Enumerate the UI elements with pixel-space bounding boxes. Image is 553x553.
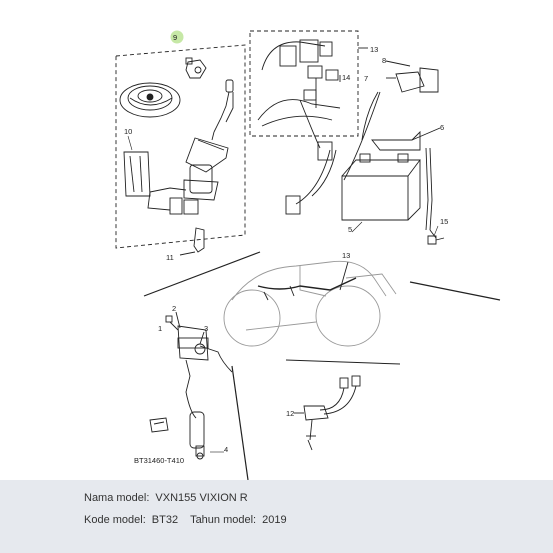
harness-detail-frame <box>249 30 359 137</box>
ignition-group-frame <box>115 44 246 249</box>
callout-6: 6 <box>440 123 444 132</box>
callout-4: 4 <box>224 445 228 454</box>
ignition-switch-drawing <box>147 137 229 215</box>
relay-drawing <box>361 60 439 141</box>
callout-15: 15 <box>440 217 448 226</box>
label-plate-drawing <box>149 417 169 433</box>
callout-5: 5 <box>348 225 352 234</box>
callout-11: 11 <box>166 253 174 262</box>
separator-left <box>143 251 261 297</box>
callout-7: 7 <box>364 74 368 83</box>
callout-13-bike: 13 <box>342 251 350 260</box>
callout-8: 8 <box>382 56 386 65</box>
model-code-row: Kode model: BT32 Tahun model: 2019 <box>84 514 287 526</box>
rubber-cover-drawing <box>123 151 151 197</box>
callout-3: 3 <box>204 324 208 333</box>
model-name-value: VXN155 VIXION R <box>155 492 248 504</box>
model-name-row: Nama model: VXN155 VIXION R <box>84 492 248 504</box>
diagram-code: BT31460-T410 <box>134 456 184 465</box>
neutral-switch-drawing <box>294 375 361 451</box>
callout-1: 1 <box>158 324 162 333</box>
ignition-coil-drawing <box>165 315 233 460</box>
model-code-label: Kode model: <box>84 514 146 526</box>
separator-right <box>409 281 501 301</box>
battery-drawing <box>341 153 421 221</box>
callout-2: 2 <box>172 304 176 313</box>
bracket-drawing <box>371 127 441 151</box>
callout-10: 10 <box>124 127 132 136</box>
harness-connectors-drawing <box>257 39 341 127</box>
motorcycle-outline-drawing <box>223 260 397 347</box>
model-info-panel: Nama model: VXN155 VIXION R Kode model: BT… <box>0 480 553 553</box>
fuel-cap-drawing <box>119 82 181 118</box>
key-drawing <box>211 79 234 141</box>
callout-9: 9 <box>173 33 177 42</box>
callout-12: 12 <box>286 409 294 418</box>
separator-bottom-right <box>285 359 401 365</box>
model-year-value: 2019 <box>262 514 287 526</box>
model-name-label: Nama model: <box>84 492 150 504</box>
parts-diagram: 9 10 11 13 14 7 8 6 5 15 13 2 1 3 4 12 B… <box>115 30 501 480</box>
callout-9-highlight <box>170 30 184 44</box>
separator-bottom <box>231 365 249 480</box>
model-code-value: BT32 <box>151 514 179 526</box>
callout-13-top: 13 <box>370 45 378 54</box>
model-year-label: Tahun model: <box>190 514 257 526</box>
callout-14: 14 <box>342 73 350 82</box>
lock-part-drawing <box>185 57 207 79</box>
